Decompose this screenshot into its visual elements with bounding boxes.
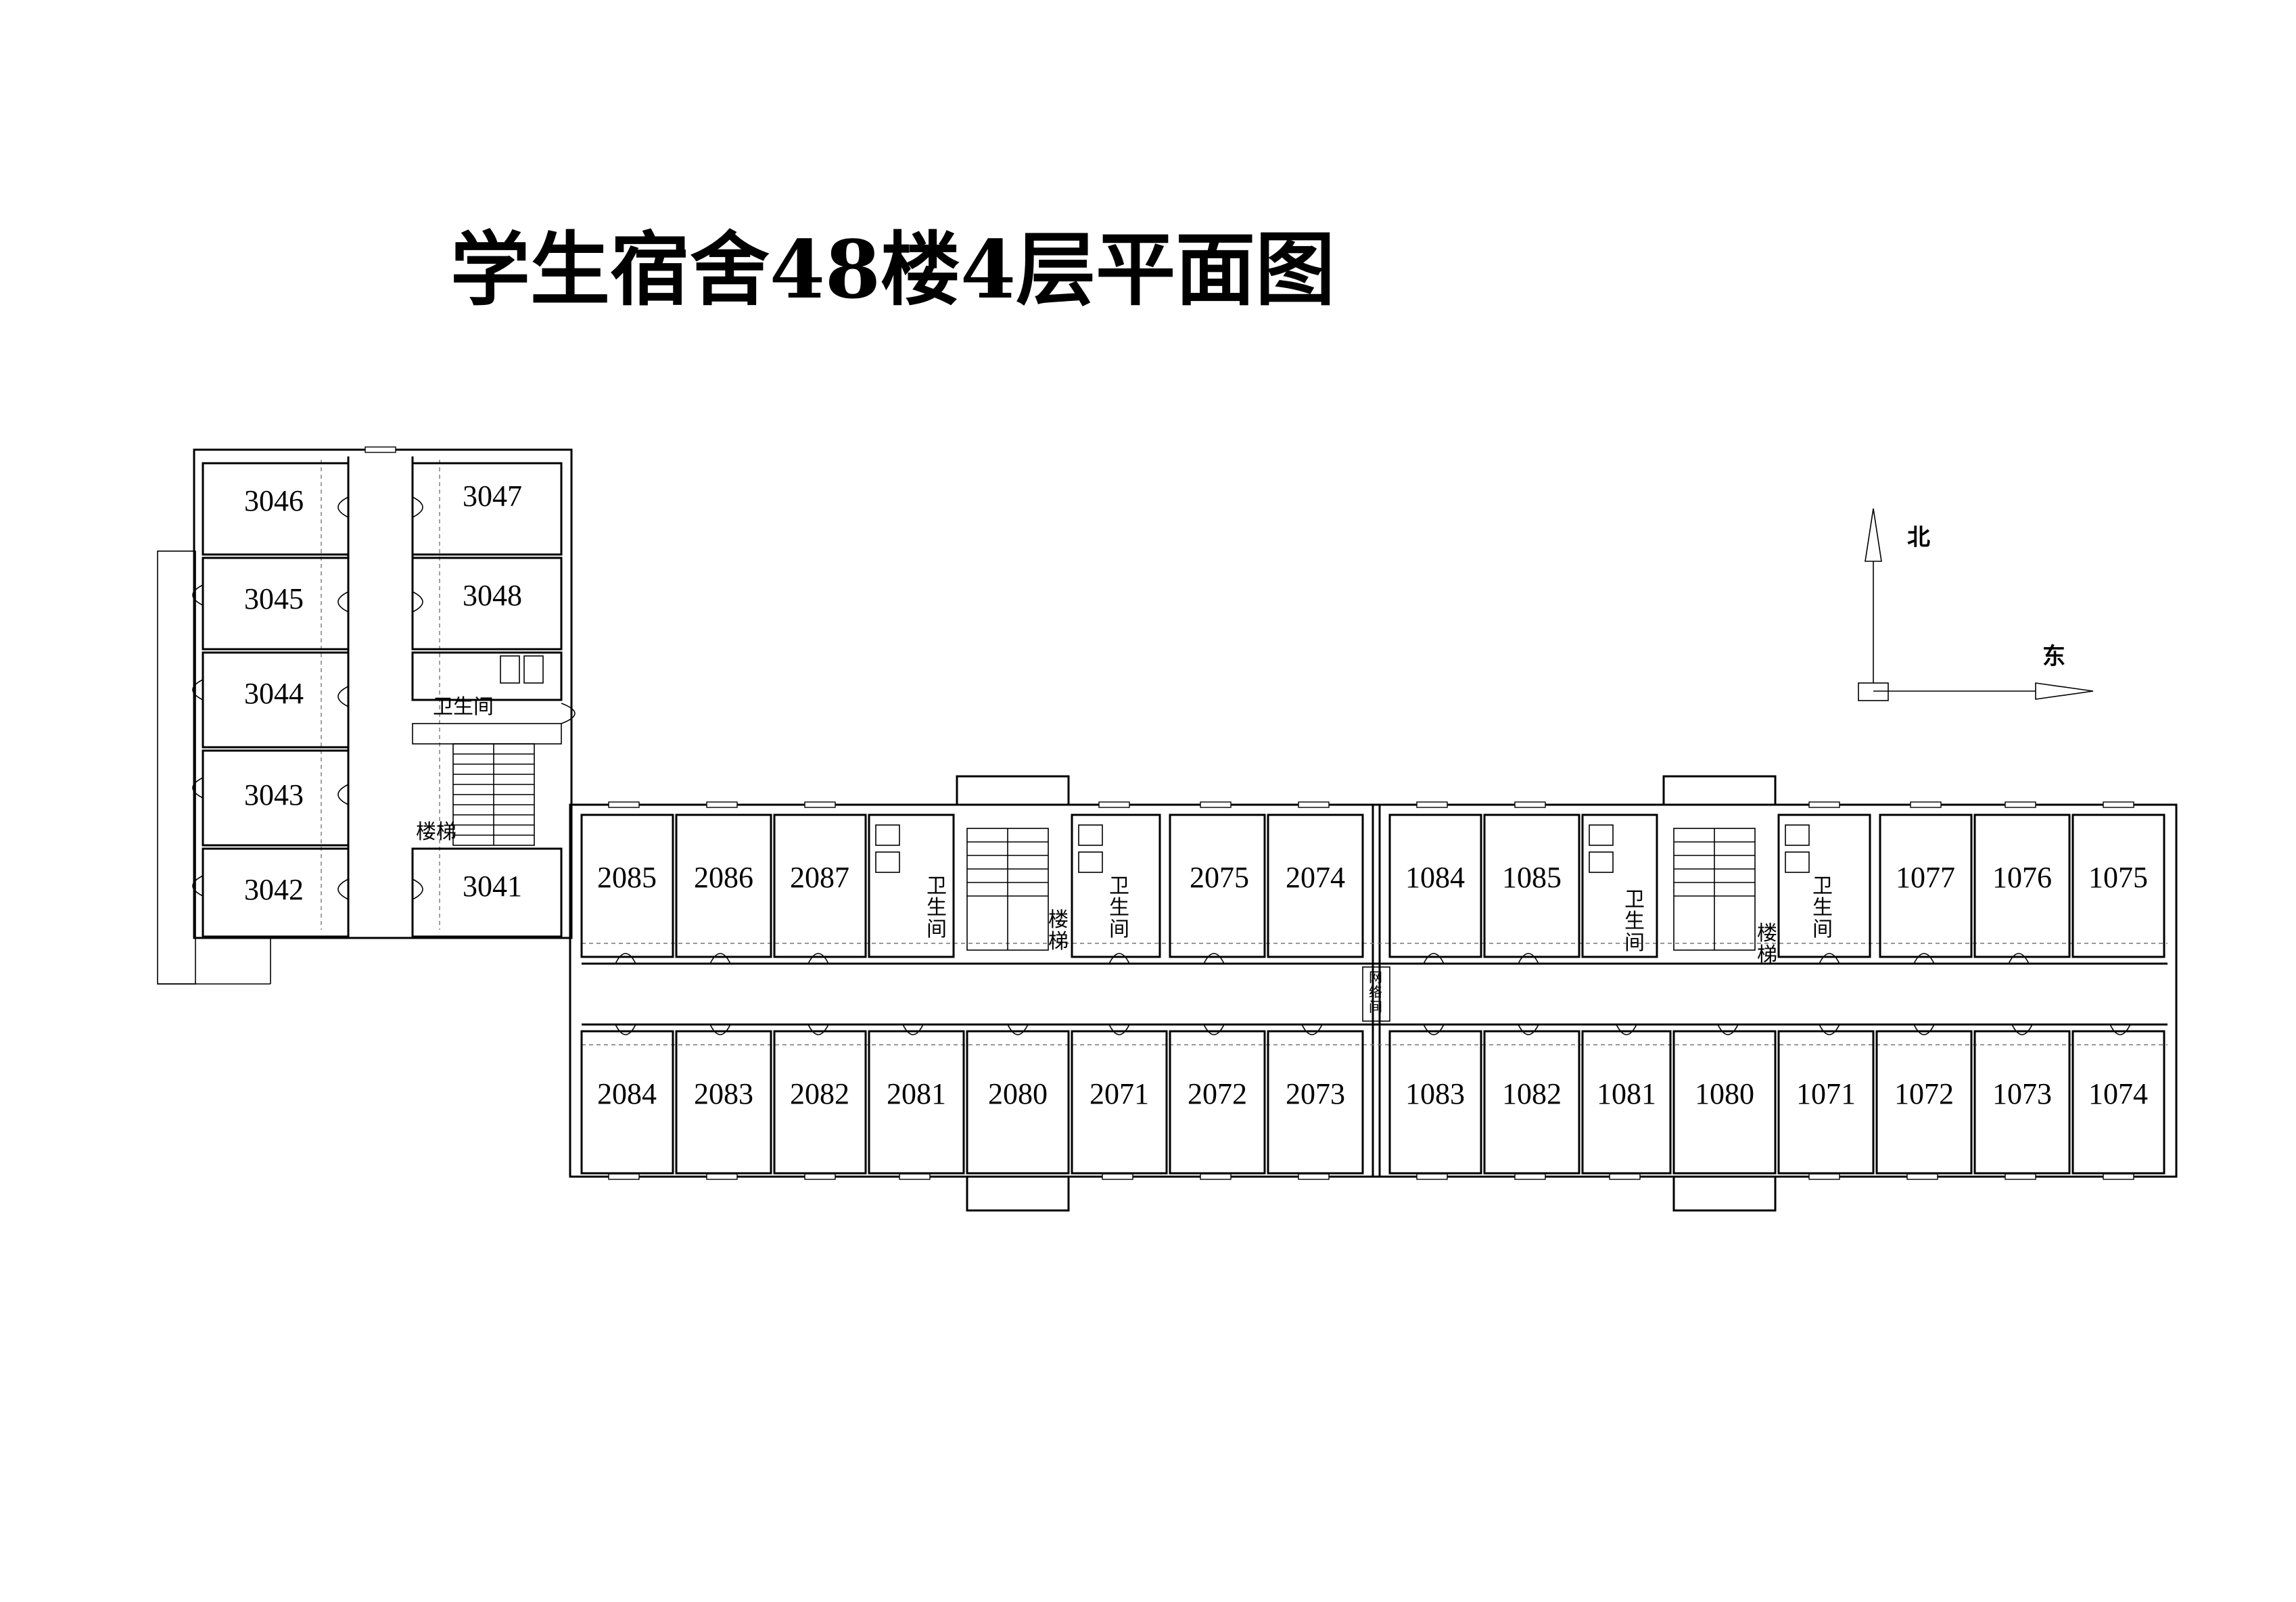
west-restroom-block [411,651,563,701]
restroom-label: 卫生间 [1109,874,1129,941]
room-label: 3048 [463,579,522,612]
room-label: 3043 [244,778,304,811]
north-arrow-icon [1865,508,1882,562]
restroom-label: 卫生间 [1624,888,1645,955]
room-label: 1077 [1896,861,1955,894]
room-label: 3046 [244,484,304,517]
stairs-label: 楼梯 [1757,922,1777,967]
room-label: 3047 [463,479,522,513]
room-label: 1085 [1502,861,1562,894]
room-label: 1082 [1502,1077,1562,1110]
room-label: 3045 [244,582,304,615]
main-building: 2085 2086 2087 2075 2074 1084 1085 1077 … [569,775,2178,1212]
room-label: 1083 [1405,1077,1465,1110]
room-label: 1080 [1695,1077,1754,1110]
compass: 北 东 [1858,508,2094,701]
room-label: 2074 [1286,861,1345,894]
room-label: 2087 [790,861,849,894]
room-label: 3041 [463,870,522,903]
east-arrow-icon [2035,682,2094,700]
stairs-label: 楼梯 [1048,908,1069,953]
room-label: 2085 [597,861,657,894]
room-label: 2073 [1286,1077,1345,1110]
north-label: 北 [1907,524,1930,551]
network-room-label: 网络间 [1369,969,1382,1015]
room-label: 2072 [1188,1077,1247,1110]
room-label: 2071 [1090,1077,1149,1110]
room-label: 2082 [790,1077,849,1110]
room-label: 2080 [988,1077,1048,1110]
room-label: 1081 [1597,1077,1656,1110]
east-label: 东 [2042,643,2065,670]
room-label: 1076 [1992,861,2052,894]
room-label: 2086 [694,861,753,894]
restroom-label: 卫生间 [927,874,947,941]
room-label: 2081 [887,1077,946,1110]
room-label: 2075 [1190,861,1249,894]
stairs-label: 楼梯 [416,820,456,844]
room-label: 2083 [694,1077,753,1110]
room-label: 2084 [597,1077,657,1110]
room-label: 1075 [2088,861,2148,894]
restroom-label: 卫生间 [1812,874,1833,941]
room-label: 1073 [1992,1077,2052,1110]
room-label: 3042 [244,873,304,906]
network-room [1362,966,1390,1022]
room-label: 3044 [244,677,304,710]
room-label: 1084 [1405,861,1465,894]
room-label: 1071 [1796,1077,1856,1110]
room-label: 1074 [2088,1077,2148,1110]
west-wing: 3046 3045 3044 3043 3042 3047 3048 3041 … [157,446,576,985]
west-balcony [157,550,196,985]
plan-title: 学生宿舍48楼4层平面图 [450,222,1335,316]
restroom-label: 卫生间 [433,695,494,719]
room-label: 1072 [1894,1077,1954,1110]
